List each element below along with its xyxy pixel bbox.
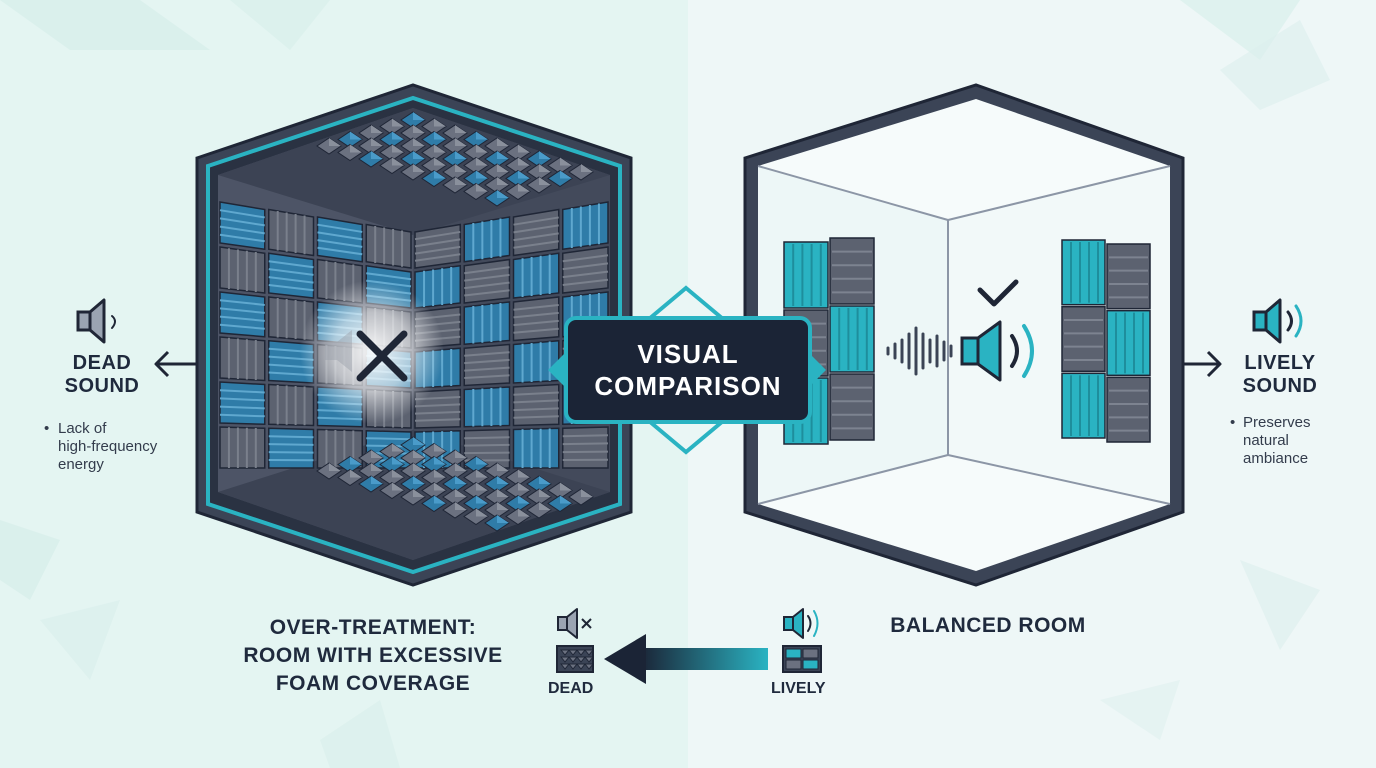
foam-tile bbox=[562, 246, 609, 294]
speaker-high-icon bbox=[960, 320, 1034, 382]
foam-tile bbox=[463, 216, 511, 263]
speaker-low-icon bbox=[76, 298, 116, 344]
arrow-left-icon bbox=[154, 350, 196, 378]
dead-sound-note: • Lack of high-frequency energy bbox=[44, 420, 157, 474]
badge-title: VISUAL COMPARISON bbox=[566, 338, 810, 402]
foam-tile bbox=[365, 223, 412, 269]
x-mark-icon bbox=[356, 330, 408, 382]
over-treatment-line1: OVER-TREATMENT: bbox=[269, 616, 477, 639]
lively-note-line2: natural bbox=[1243, 432, 1289, 449]
speaker-muted-icon bbox=[557, 608, 592, 639]
dead-sound-title: DEAD SOUND bbox=[52, 352, 152, 398]
foam-tile bbox=[219, 201, 266, 251]
checkmark-icon bbox=[977, 279, 1019, 307]
badge-line1: VISUAL bbox=[637, 339, 739, 369]
over-treated-room bbox=[195, 83, 633, 587]
foam-tile bbox=[219, 246, 266, 294]
foam-tile bbox=[268, 427, 315, 469]
dead-note-line1: Lack of bbox=[58, 420, 107, 437]
foam-tile bbox=[463, 386, 511, 428]
foam-tile bbox=[463, 343, 511, 387]
foam-tile bbox=[219, 336, 266, 382]
over-treatment-line2: ROOM WITH EXCESSIVE bbox=[243, 644, 503, 667]
panel-tile bbox=[1061, 305, 1106, 373]
arrow-right-icon bbox=[1183, 350, 1222, 378]
note-bullet: • bbox=[44, 420, 50, 437]
note-bullet: • bbox=[1230, 414, 1236, 431]
right-foam-panel bbox=[1061, 239, 1151, 443]
dead-note-line3: energy bbox=[58, 456, 104, 473]
lively-sound-line2: SOUND bbox=[1242, 375, 1318, 397]
floor-wedges bbox=[316, 436, 594, 532]
foam-tile bbox=[562, 426, 609, 469]
foam-tile bbox=[512, 252, 560, 299]
over-treatment-caption: OVER-TREATMENT: ROOM WITH EXCESSIVE FOAM… bbox=[218, 614, 528, 698]
dead-legend-label: DEAD bbox=[548, 680, 594, 697]
foam-tile bbox=[512, 383, 560, 427]
foam-tile bbox=[414, 223, 461, 269]
speaker-lively-icon bbox=[783, 608, 819, 639]
lively-note-line1: Preserves bbox=[1243, 414, 1311, 431]
foam-tile bbox=[219, 381, 266, 426]
transition-arrow-icon bbox=[604, 634, 768, 684]
panel-tile bbox=[829, 237, 875, 305]
foam-tile-dead-icon bbox=[556, 645, 595, 673]
foam-tile bbox=[316, 216, 363, 263]
balanced-room-caption: BALANCED ROOM bbox=[890, 614, 1086, 637]
panel-tile bbox=[1106, 376, 1151, 443]
sound-wave-icon bbox=[886, 326, 953, 376]
foam-tile bbox=[268, 252, 315, 299]
foam-tile bbox=[219, 291, 266, 338]
foam-tile bbox=[512, 339, 560, 384]
ceiling-wedges bbox=[316, 111, 594, 207]
speaker-high-right-icon bbox=[1252, 298, 1303, 344]
foam-tile-lively-icon bbox=[782, 645, 822, 673]
muffled-speaker-icon bbox=[325, 330, 352, 372]
over-treatment-line3: FOAM COVERAGE bbox=[275, 672, 471, 695]
badge-line2: COMPARISON bbox=[594, 371, 782, 401]
panel-tile bbox=[829, 373, 875, 441]
lively-sound-line1: LIVELY bbox=[1244, 352, 1316, 374]
dead-sound-line2: SOUND bbox=[64, 375, 140, 397]
foam-tile bbox=[219, 426, 266, 469]
lively-legend-label: LIVELY bbox=[771, 680, 826, 697]
foam-tile bbox=[463, 301, 511, 346]
lively-sound-title: LIVELY SOUND bbox=[1230, 352, 1330, 398]
foam-tile bbox=[562, 201, 609, 251]
foam-tile bbox=[512, 296, 560, 342]
muffled-glow bbox=[300, 280, 444, 424]
panel-tile bbox=[1106, 243, 1151, 310]
dead-note-line2: high-frequency bbox=[58, 438, 158, 455]
visual-comparison-badge bbox=[548, 285, 826, 455]
lively-sound-note: • Preserves natural ambiance bbox=[1230, 414, 1311, 468]
foam-tile bbox=[512, 427, 560, 469]
foam-tile bbox=[512, 208, 560, 257]
dead-sound-line1: DEAD bbox=[72, 352, 132, 374]
lively-note-line3: ambiance bbox=[1243, 450, 1309, 467]
foam-tile bbox=[268, 208, 315, 257]
foam-tile bbox=[463, 258, 511, 304]
foam-tile bbox=[268, 383, 315, 427]
